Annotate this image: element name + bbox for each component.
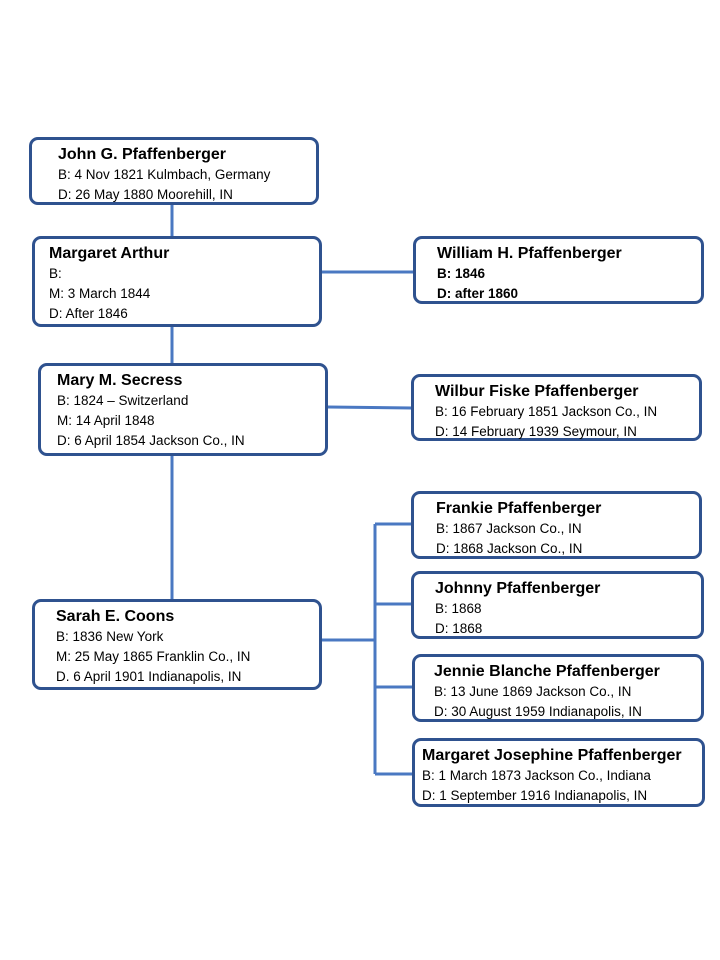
person-name: Mary M. Secress <box>57 372 183 389</box>
person-name: Wilbur Fiske Pfaffenberger <box>435 383 639 400</box>
person-death: D: 6 April 1854 Jackson Co., IN <box>57 433 245 448</box>
person-birth: B: 1824 – Switzerland <box>57 393 189 408</box>
person-box-margaret-arthur: Margaret Arthur B: M: 3 March 1844 D: Af… <box>32 236 322 327</box>
person-birth: B: 1868 <box>435 601 482 616</box>
person-death: D. 6 April 1901 Indianapolis, IN <box>56 669 242 684</box>
person-box-mary-secress: Mary M. Secress B: 1824 – Switzerland M:… <box>38 363 328 456</box>
person-name: Johnny Pfaffenberger <box>435 580 601 597</box>
person-death: D: 14 February 1939 Seymour, IN <box>435 424 637 439</box>
person-marriage: M: 14 April 1848 <box>57 413 155 428</box>
person-death: D: after 1860 <box>437 286 519 301</box>
person-name: Sarah E. Coons <box>56 608 175 625</box>
person-name: Margaret Arthur <box>49 245 170 262</box>
person-birth: B: 1846 <box>437 266 486 281</box>
person-name: Margaret Josephine Pfaffenberger <box>422 747 682 764</box>
person-marriage: M: 25 May 1865 Franklin Co., IN <box>56 649 251 664</box>
person-death: D: After 1846 <box>49 306 128 321</box>
person-death: D: 26 May 1880 Moorehill, IN <box>58 187 233 202</box>
person-death: D: 1868 Jackson Co., IN <box>436 541 583 556</box>
person-box-john-pfaffenberger: John G. Pfaffenberger B: 4 Nov 1821 Kulm… <box>29 137 319 205</box>
person-box-johnny-pfaffenberger: Johnny Pfaffenberger B: 1868 D: 1868 <box>411 571 704 639</box>
person-birth: B: 1836 New York <box>56 629 164 644</box>
person-birth: B: 16 February 1851 Jackson Co., IN <box>435 404 658 419</box>
person-box-jennie-pfaffenberger: Jennie Blanche Pfaffenberger B: 13 June … <box>412 654 704 722</box>
person-marriage: M: 3 March 1844 <box>49 286 151 301</box>
person-birth: B: 1867 Jackson Co., IN <box>436 521 582 536</box>
person-name: Frankie Pfaffenberger <box>436 500 602 517</box>
person-name: William H. Pfaffenberger <box>437 245 622 262</box>
person-box-frankie-pfaffenberger: Frankie Pfaffenberger B: 1867 Jackson Co… <box>411 491 702 559</box>
person-box-william-pfaffenberger: William H. Pfaffenberger B: 1846 D: afte… <box>413 236 704 304</box>
person-death: D: 1868 <box>435 621 483 636</box>
person-box-margaret-josephine-pfaffenberger: Margaret Josephine Pfaffenberger B: 1 Ma… <box>412 738 705 807</box>
person-birth: B: 4 Nov 1821 Kulmbach, Germany <box>58 167 271 182</box>
person-name: John G. Pfaffenberger <box>58 146 227 163</box>
person-death: D: 30 August 1959 Indianapolis, IN <box>434 704 642 719</box>
person-death: D: 1 September 1916 Indianapolis, IN <box>422 788 648 803</box>
person-birth: B: <box>49 266 62 281</box>
connector-mary-wilbur <box>327 405 413 410</box>
person-birth: B: 1 March 1873 Jackson Co., Indiana <box>422 768 651 783</box>
person-name: Jennie Blanche Pfaffenberger <box>434 663 660 680</box>
person-box-sarah-coons: Sarah E. Coons B: 1836 New York M: 25 Ma… <box>32 599 322 690</box>
person-box-wilbur-pfaffenberger: Wilbur Fiske Pfaffenberger B: 16 Februar… <box>411 374 702 441</box>
person-birth: B: 13 June 1869 Jackson Co., IN <box>434 684 632 699</box>
